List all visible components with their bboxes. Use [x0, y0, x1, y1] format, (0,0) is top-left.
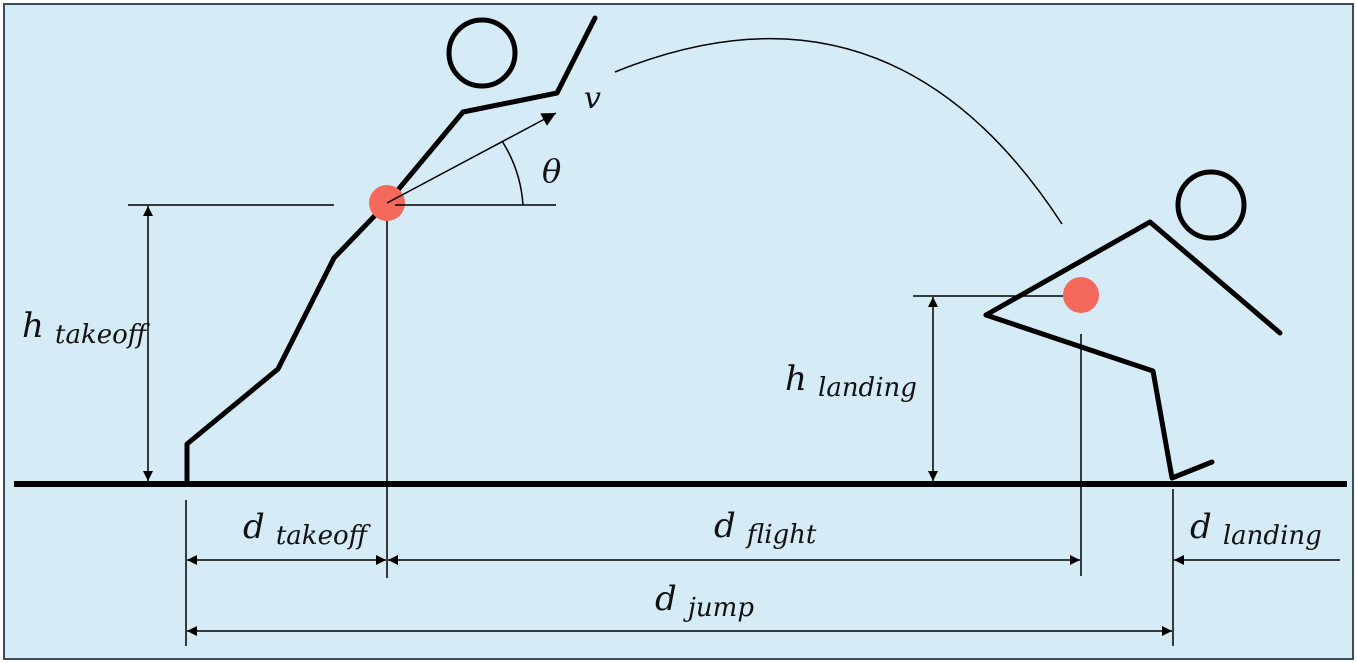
takeoff-torso: [384, 15, 598, 206]
d-jump-label: d jump: [655, 579, 754, 623]
takeoff-figure: [184, 15, 598, 485]
d-landing-label: d landing: [1190, 507, 1322, 551]
landing-arm: [983, 219, 1283, 336]
takeoff-angle-arc: [501, 140, 524, 206]
takeoff-leg: [184, 200, 390, 485]
landing-figure: [983, 169, 1283, 481]
h-landing-label: h landing: [785, 359, 917, 403]
d-flight-label: d flight: [714, 506, 817, 550]
landing-center-of-mass: [1063, 277, 1099, 313]
angle-label: θ: [542, 152, 561, 190]
landing-leg: [983, 312, 1215, 481]
landing-head: [1175, 169, 1247, 241]
h-takeoff-label: h takeoff: [22, 306, 151, 350]
d-takeoff-label: d takeoff: [243, 507, 372, 551]
takeoff-head: [446, 17, 518, 89]
velocity-arrow: [386, 112, 557, 204]
diagram-background: [3, 3, 1354, 660]
velocity-label: v: [584, 81, 601, 116]
flight-trajectory: [614, 37, 1063, 225]
